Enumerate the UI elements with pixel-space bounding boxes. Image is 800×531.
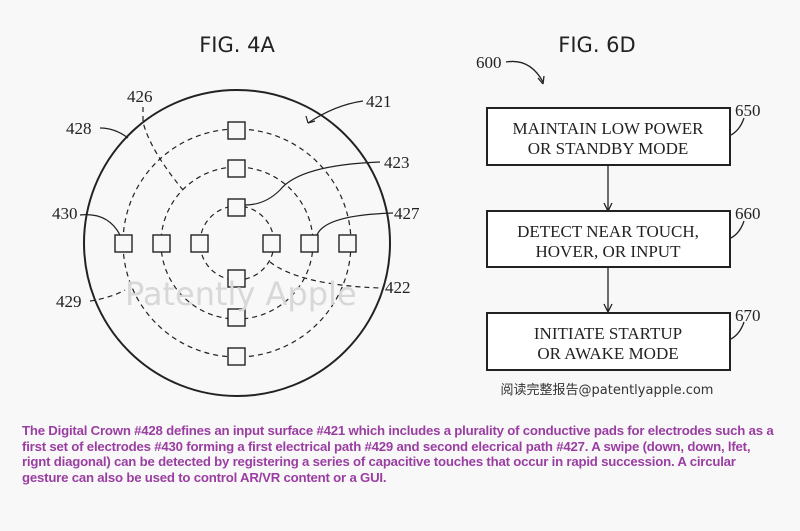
step-text-line2: OR STANDBY MODE [528,139,688,158]
step-text-line2: OR AWAKE MODE [537,344,678,363]
leader-lines [79,100,394,302]
electrode-pad [227,121,246,140]
electrode-pad [300,234,319,253]
crown-outer-circle [83,89,391,397]
electrode-pad [114,234,133,253]
watermark: Patently Apple [125,275,357,313]
step-text-line1: INITIATE STARTUP [534,324,682,343]
label-650: 650 [735,101,761,120]
label-429: 429 [56,292,82,311]
electrode-pad [152,234,171,253]
electrode-pad [227,308,246,327]
source-credit: 阅读完整报告@patentlyapple.com [501,383,714,398]
step-text-line1: DETECT NEAR TOUCH, [517,222,699,241]
label-423: 423 [384,153,410,172]
electrode-pad [338,234,357,253]
fig-6d-title: FIG. 6D [558,33,635,57]
electrode-pad [227,159,246,178]
label-422: 422 [385,278,411,297]
step-text-line1: MAINTAIN LOW POWER [513,119,705,138]
caption-text: The Digital Crown #428 defines an input … [22,423,774,485]
electrode-pad [227,347,246,366]
flow-step-660: DETECT NEAR TOUCH, HOVER, OR INPUT 660 [486,204,761,268]
electrode-pad [227,198,246,217]
label-430: 430 [52,204,78,223]
label-428: 428 [66,119,92,138]
electrode-pad [262,234,281,253]
flow-arrows [505,60,745,340]
fig-4a-diagram [79,89,394,397]
electrode-pad [190,234,209,253]
label-427: 427 [394,204,420,223]
flow-step-670: INITIATE STARTUP OR AWAKE MODE 670 [486,306,761,371]
step-text-line2: HOVER, OR INPUT [536,242,682,261]
electrode-pads [114,121,357,366]
label-426: 426 [127,87,153,106]
label-421: 421 [366,92,392,111]
fig-4a-title: FIG. 4A [199,33,275,57]
label-660: 660 [735,204,761,223]
label-670: 670 [735,306,761,325]
flow-step-650: MAINTAIN LOW POWER OR STANDBY MODE 650 [486,101,761,166]
label-600: 600 [476,53,502,72]
electrode-pad [227,269,246,288]
